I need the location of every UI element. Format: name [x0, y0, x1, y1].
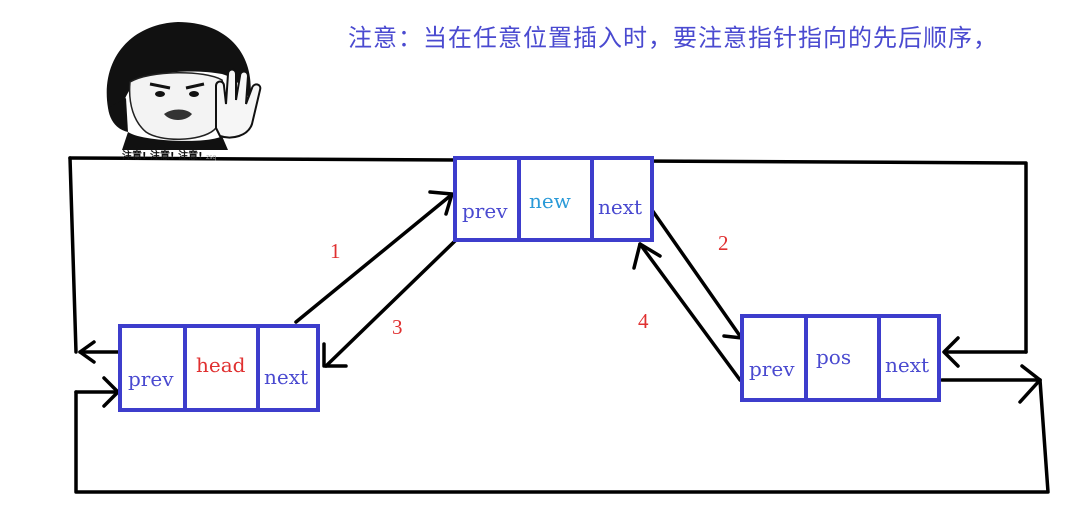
node-head-next-field: next — [264, 365, 308, 389]
arrow-4-shaft — [638, 242, 742, 382]
node-head-prev-field: prev — [128, 367, 174, 391]
insertion-note: 注意：当在任意位置插入时，要注意指针指向的先后顺序， — [348, 24, 998, 52]
node-new-data-field: new — [529, 189, 571, 213]
node-new-next-field: next — [598, 195, 642, 219]
arrow-2-shaft — [650, 208, 742, 338]
step-4-label: 4 — [638, 309, 649, 333]
arrow-3-head — [322, 342, 348, 368]
connection-lines — [68, 156, 1050, 494]
step-labels: 1 2 3 4 — [330, 231, 729, 339]
node-head-data-field: head — [196, 353, 246, 377]
arrow-3-shaft — [324, 238, 458, 368]
loop-into-pos-arrowhead — [942, 336, 960, 368]
arrow-4-head — [632, 242, 662, 270]
node-pos: prev pos next — [740, 314, 941, 402]
node-head: prev head next — [118, 324, 320, 412]
pos-next-right-arrowhead — [1018, 364, 1042, 404]
node-pos-prev-field: prev — [749, 357, 795, 381]
arrow-1-shaft — [294, 194, 452, 324]
node-head-box — [118, 324, 320, 412]
meme-face-illustration — [106, 22, 262, 150]
step-3-label: 3 — [392, 315, 403, 339]
node-new: prev new next — [453, 156, 654, 242]
node-pos-next-field: next — [885, 353, 929, 377]
meme-caption-text: 注意! 注意! 注意! — [122, 151, 203, 162]
step-2-label: 2 — [718, 231, 729, 255]
step-1-label: 1 — [330, 239, 341, 263]
arrow-1-head — [428, 190, 454, 216]
node-new-box — [453, 156, 654, 242]
meme-watermark: zsq — [206, 154, 217, 161]
outer-top-loop-line — [68, 156, 1028, 354]
node-new-prev-field: prev — [462, 199, 508, 223]
node-pos-data-field: pos — [816, 345, 851, 369]
node-pos-box — [740, 314, 941, 402]
outer-bottom-loop-line — [74, 378, 1050, 494]
meme-caption: 注意! 注意! 注意! zsq — [122, 147, 216, 162]
outer-left-drop-line — [68, 156, 78, 354]
